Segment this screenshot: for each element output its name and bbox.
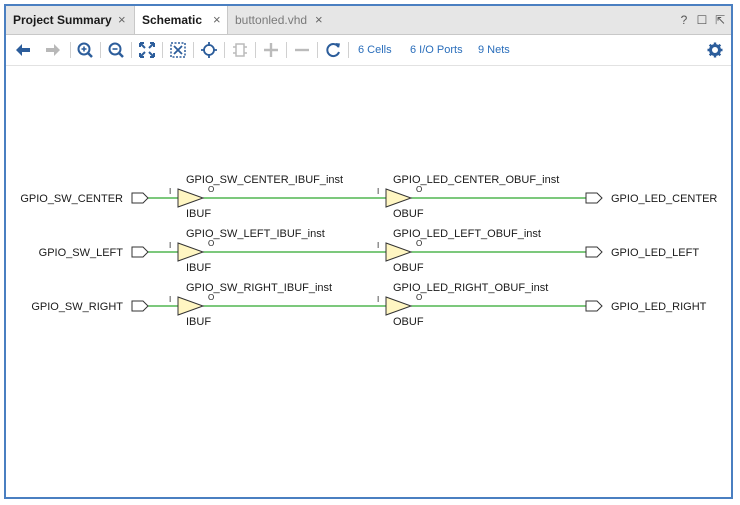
close-icon[interactable]: ×: [118, 12, 126, 27]
close-icon[interactable]: ×: [315, 12, 323, 27]
tab-label: Project Summary: [13, 13, 112, 27]
input-port-label: GPIO_SW_RIGHT: [31, 301, 123, 313]
obuf-symbol[interactable]: [385, 242, 413, 262]
obuf-symbol[interactable]: [385, 188, 413, 208]
zoom-out-icon[interactable]: [105, 39, 127, 61]
settings-icon[interactable]: [704, 39, 726, 61]
refresh-icon[interactable]: [322, 39, 344, 61]
obuf-symbol[interactable]: [385, 296, 413, 316]
tab-schematic[interactable]: Schematic ×: [134, 6, 228, 34]
remove-icon[interactable]: [291, 39, 313, 61]
ibuf-symbol[interactable]: [177, 296, 205, 316]
obuf-pin-o: O: [416, 293, 422, 302]
tab-project-summary[interactable]: Project Summary ×: [6, 6, 134, 34]
ibuf-pin-i: I: [169, 187, 171, 196]
back-icon[interactable]: [12, 39, 34, 61]
close-icon[interactable]: ×: [213, 12, 221, 27]
ibuf-type-label: IBUF: [186, 316, 211, 328]
input-port-symbol[interactable]: [131, 246, 149, 258]
instance-icon[interactable]: [229, 39, 251, 61]
obuf-pin-i: I: [377, 187, 379, 196]
output-port-symbol[interactable]: [585, 192, 603, 204]
zoom-selection-icon[interactable]: [167, 39, 189, 61]
ibuf-pin-i: I: [169, 295, 171, 304]
ibuf-pin-o: O: [208, 185, 214, 194]
output-port-symbol[interactable]: [585, 300, 603, 312]
zoom-in-icon[interactable]: [74, 39, 96, 61]
input-port-symbol[interactable]: [131, 300, 149, 312]
output-port-label: GPIO_LED_RIGHT: [611, 301, 707, 313]
ibuf-type-label: IBUF: [186, 208, 211, 220]
tab-buttonled-vhd[interactable]: buttonled.vhd ×: [228, 6, 331, 34]
schematic-window: Project Summary × Schematic × buttonled.…: [4, 4, 733, 499]
forward-icon[interactable]: [42, 39, 64, 61]
tab-label: Schematic: [142, 13, 203, 27]
ibuf-pin-i: I: [169, 241, 171, 250]
output-port-label: GPIO_LED_LEFT: [611, 247, 699, 259]
obuf-pin-i: I: [377, 241, 379, 250]
obuf-type-label: OBUF: [393, 316, 424, 328]
ibuf-symbol[interactable]: [177, 188, 205, 208]
toolbar: 6 Cells 6 I/O Ports 9 Nets: [6, 35, 731, 66]
tab-bar: Project Summary × Schematic × buttonled.…: [6, 6, 731, 35]
obuf-pin-o: O: [416, 185, 422, 194]
obuf-type-label: OBUF: [393, 208, 424, 220]
output-port-label: GPIO_LED_CENTER: [611, 193, 717, 205]
nets-count-link[interactable]: 9 Nets: [478, 44, 510, 56]
output-port-symbol[interactable]: [585, 246, 603, 258]
obuf-type-label: OBUF: [393, 262, 424, 274]
ibuf-pin-o: O: [208, 239, 214, 248]
obuf-instance-label: GPIO_LED_CENTER_OBUF_inst: [393, 174, 559, 186]
ibuf-instance-label: GPIO_SW_CENTER_IBUF_inst: [186, 174, 343, 186]
add-icon[interactable]: [260, 39, 282, 61]
input-port-label: GPIO_SW_CENTER: [20, 193, 123, 205]
obuf-instance-label: GPIO_LED_RIGHT_OBUF_inst: [393, 282, 548, 294]
select-icon[interactable]: [198, 39, 220, 61]
ibuf-type-label: IBUF: [186, 262, 211, 274]
obuf-instance-label: GPIO_LED_LEFT_OBUF_inst: [393, 228, 541, 240]
float-icon[interactable]: ⇱: [714, 13, 726, 27]
ibuf-pin-o: O: [208, 293, 214, 302]
cells-count-link[interactable]: 6 Cells: [358, 44, 392, 56]
ibuf-symbol[interactable]: [177, 242, 205, 262]
obuf-pin-o: O: [416, 239, 422, 248]
schematic-diagram: GPIO_SW_CENTER GPIO_SW_CENTER_IBUF_instIB…: [20, 174, 717, 328]
obuf-pin-i: I: [377, 295, 379, 304]
restore-icon[interactable]: ☐: [696, 13, 708, 27]
input-port-label: GPIO_SW_LEFT: [39, 247, 124, 259]
ibuf-instance-label: GPIO_SW_RIGHT_IBUF_inst: [186, 282, 332, 294]
zoom-fit-icon[interactable]: [136, 39, 158, 61]
io-ports-count-link[interactable]: 6 I/O Ports: [410, 44, 463, 56]
input-port-symbol[interactable]: [131, 192, 149, 204]
tab-label: buttonled.vhd: [235, 13, 308, 27]
ibuf-instance-label: GPIO_SW_LEFT_IBUF_inst: [186, 228, 325, 240]
help-icon[interactable]: ?: [680, 13, 688, 27]
